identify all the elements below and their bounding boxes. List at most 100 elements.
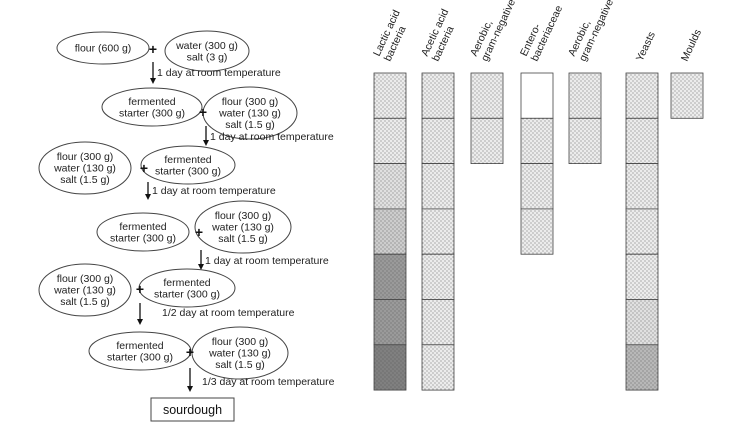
arrow-head-icon (187, 386, 193, 392)
plus-icon: + (195, 224, 203, 240)
plus-icon: + (140, 160, 148, 176)
duration-label: 1 day at room temperature (157, 67, 281, 79)
grid-cell-texture (421, 344, 455, 391)
duration-label: 1 day at room temperature (205, 255, 329, 267)
grid-cell-texture (625, 253, 659, 300)
ingredient-label: flour (300 g) (57, 151, 114, 163)
microbe-column: Yeasts (625, 30, 659, 391)
arrow-head-icon (198, 264, 204, 270)
flow-step: flour (300 g)water (130 g)salt (1.5 g) fe… (38, 141, 276, 200)
ingredient-label: starter (300 g) (110, 232, 176, 244)
grid-cell-texture (421, 117, 455, 165)
ingredient-label: water (130 g) (218, 108, 281, 120)
column-header: Moulds (679, 28, 704, 64)
ingredient-label: flour (300 g) (222, 96, 279, 108)
column-header-label: Yeasts (634, 30, 658, 63)
ingredient-label: fermented (128, 96, 175, 108)
column-header-label: Moulds (679, 28, 704, 64)
grid-cell-texture (520, 208, 554, 255)
ingredient-label: flour (300 g) (212, 336, 269, 348)
arrow-head-icon (137, 319, 143, 325)
ingredient-label: flour (600 g) (75, 43, 132, 55)
ingredient-ellipse (38, 141, 132, 195)
arrow-head-icon (145, 194, 151, 200)
microbe-column: Aerobic,gram-negative (468, 0, 518, 165)
ingredient-ellipse (164, 30, 250, 72)
grid-cell-texture (670, 72, 704, 119)
grid-cell-texture (625, 72, 659, 119)
ingredient-label: salt (1.5 g) (225, 119, 275, 131)
ingredient-label: starter (300 g) (119, 107, 185, 119)
arrow-head-icon (203, 140, 209, 146)
grid-cell-texture (625, 163, 659, 210)
ingredient-label: flour (300 g) (57, 273, 114, 285)
fermentation-flowchart: flour (600 g) water (300 g)salt (3 g) +1 d… (38, 30, 335, 422)
microbe-column: Entero-bacteriaceae (518, 4, 565, 255)
ingredient-ellipse (101, 87, 203, 127)
ingredient-label: starter (300 g) (154, 288, 220, 300)
ingredient-ellipse (191, 326, 289, 380)
duration-label: 1 day at room temperature (152, 185, 276, 197)
ingredient-label: salt (1.5 g) (60, 296, 110, 308)
grid-cell-texture (373, 72, 407, 119)
ingredient-label: fermented (119, 221, 166, 233)
grid-cell-texture (421, 208, 455, 255)
grid-cell-texture (421, 253, 455, 300)
duration-label: 1/3 day at room temperature (202, 376, 335, 388)
ingredient-label: starter (300 g) (107, 351, 173, 363)
ingredient-label: water (130 g) (211, 222, 274, 234)
plus-icon: + (136, 281, 144, 297)
grid-cell-texture (373, 253, 407, 300)
grid-cell-texture (625, 299, 659, 346)
ingredient-label: flour (300 g) (215, 210, 272, 222)
grid-cell-texture (421, 72, 455, 119)
ingredient-label: salt (1.5 g) (215, 359, 265, 371)
grid-cell-texture (373, 208, 407, 255)
grid-cell-texture (520, 163, 554, 210)
ingredient-label: salt (1.5 g) (218, 233, 268, 245)
plus-icon: + (199, 104, 207, 120)
grid-cell-texture (520, 117, 554, 165)
final-product-label: sourdough (163, 403, 222, 417)
flow-step: flour (300 g)water (130 g)salt (1.5 g) fe… (38, 263, 295, 325)
ingredient-label: fermented (116, 340, 163, 352)
ingredient-label: salt (1.5 g) (60, 174, 110, 186)
microbe-column: Aerobic,gram-negative (566, 0, 616, 165)
ingredient-label: fermented (164, 154, 211, 166)
ingredient-label: water (130 g) (53, 163, 116, 175)
ingredient-label: water (130 g) (53, 285, 116, 297)
column-header: Entero-bacteriaceae (518, 4, 565, 64)
column-header: Aerobic,gram-negative (566, 0, 616, 63)
ingredient-label: water (300 g) (175, 40, 238, 52)
ingredient-label: water (130 g) (208, 348, 271, 360)
ingredient-ellipse (138, 268, 236, 308)
ingredient-ellipse (194, 200, 292, 254)
grid-cell-texture (568, 72, 602, 119)
ingredient-ellipse (38, 263, 132, 317)
arrow-head-icon (150, 78, 156, 84)
ingredient-ellipse (140, 145, 236, 185)
ingredient-label: fermented (163, 277, 210, 289)
ingredient-label: starter (300 g) (155, 165, 221, 177)
ingredient-ellipse (88, 331, 192, 371)
ingredient-ellipse (56, 31, 150, 65)
grid-cell-texture (470, 117, 504, 165)
grid-cell-texture (625, 344, 659, 391)
column-header: Aerobic,gram-negative (468, 0, 518, 63)
grid-cell-texture (373, 117, 407, 165)
grid-cell-texture (373, 299, 407, 346)
grid-cell-texture (625, 208, 659, 255)
ingredient-label: salt (3 g) (187, 51, 228, 63)
grid-cell-texture (373, 163, 407, 210)
duration-label: 1/2 day at room temperature (162, 307, 295, 319)
ingredient-ellipse (96, 212, 190, 252)
grid-cell-texture (373, 344, 407, 391)
